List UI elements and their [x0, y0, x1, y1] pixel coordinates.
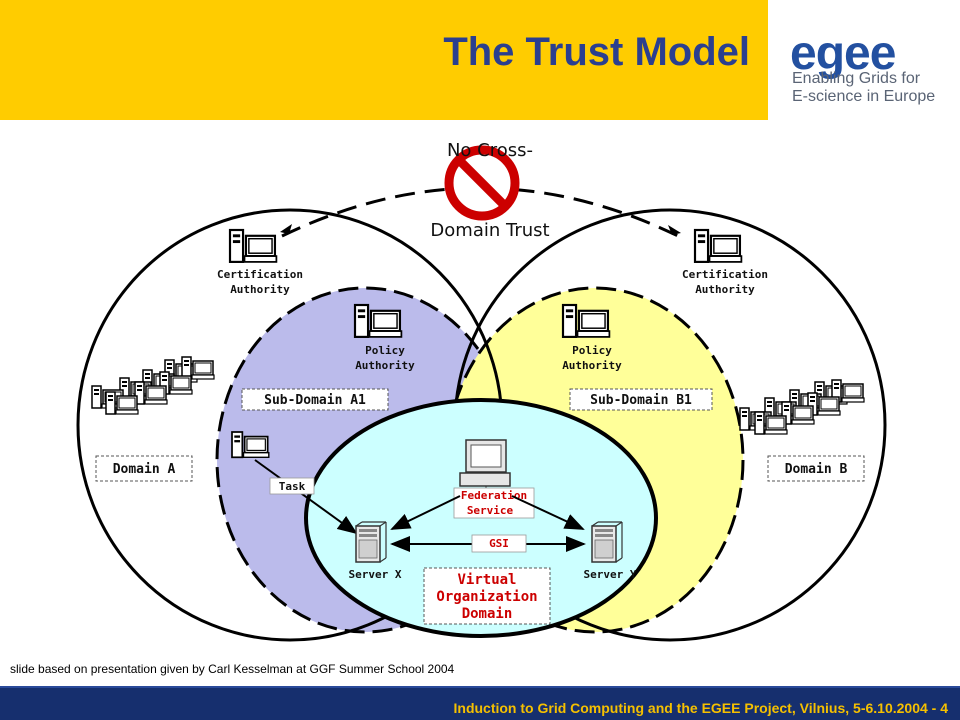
domain-b-computer-cluster — [739, 379, 865, 435]
domain-a-label: Domain A — [113, 462, 176, 477]
ca-left-label-2: Authority — [230, 283, 290, 296]
domain-a-computer-cluster — [91, 356, 215, 415]
server-x-label: Server X — [349, 568, 402, 581]
ca-left-computer-icon — [228, 228, 278, 263]
footer-line — [0, 686, 960, 688]
task-label-box — [269, 477, 315, 495]
ca-right-label-2: Authority — [695, 283, 755, 296]
fed-to-server-y-arrow — [511, 495, 585, 530]
arc-arrow-left — [280, 224, 292, 234]
footer-band — [0, 688, 960, 720]
domain-b-label-box — [767, 455, 865, 482]
vo-label-1: Virtual — [457, 572, 516, 588]
pa-right-computer-icon — [561, 303, 611, 338]
domain-a-label-box — [95, 455, 193, 482]
no-trust-label-top: No Cross- — [447, 140, 533, 161]
task-label: Task — [279, 480, 306, 493]
egee-logo: egee — [790, 26, 896, 81]
ca-left-label-1: Certification — [217, 268, 303, 281]
logo-box — [768, 0, 960, 120]
task-arrow — [254, 459, 358, 535]
credit-text: slide based on presentation given by Car… — [10, 662, 455, 676]
ca-right-label-1: Certification — [682, 268, 768, 281]
subdomain-a1-label: Sub-Domain A1 — [264, 393, 366, 408]
header-band — [0, 0, 768, 120]
gsi-label-box — [471, 534, 527, 553]
federation-label-1: Federation — [461, 489, 527, 502]
pa-right-label-1: Policy — [572, 344, 612, 357]
federation-label-2: Service — [467, 504, 514, 517]
arc-arrow-right — [668, 225, 681, 235]
tagline: Enabling Grids for E-science in Europe — [792, 70, 935, 106]
pa-left-label-1: Policy — [365, 344, 405, 357]
vo-label-3: Domain — [462, 606, 513, 622]
no-trust-label-bottom: Domain Trust — [430, 220, 549, 241]
ca-right-computer-icon — [693, 228, 743, 263]
tagline-line-1: Enabling Grids for — [792, 70, 921, 87]
federation-service-computer-icon — [459, 439, 511, 491]
subdomain-b1-label: Sub-Domain B1 — [590, 393, 692, 408]
pa-left-computer-icon — [353, 303, 403, 338]
tagline-line-2: E-science in Europe — [792, 88, 936, 105]
task-client-computer-icon — [231, 431, 270, 459]
no-entry-icon — [444, 145, 520, 221]
fed-to-server-x-arrow — [390, 495, 461, 530]
gsi-label: GSI — [489, 537, 509, 550]
server-y-label: Server Y — [584, 568, 637, 581]
vo-label-box — [423, 567, 551, 625]
footer-text: Induction to Grid Computing and the EGEE… — [453, 700, 949, 716]
egee-logo-text: egee — [790, 27, 896, 80]
pa-left-label-2: Authority — [355, 359, 415, 372]
subdomain-b1-label-box — [569, 388, 713, 411]
subdomain-a1-label-box — [241, 388, 389, 411]
vo-label-2: Organization — [436, 589, 537, 605]
domain-b-label: Domain B — [785, 462, 848, 477]
pa-right-label-2: Authority — [562, 359, 622, 372]
slide-title: The Trust Model — [443, 30, 750, 74]
federation-label-box — [453, 487, 535, 519]
